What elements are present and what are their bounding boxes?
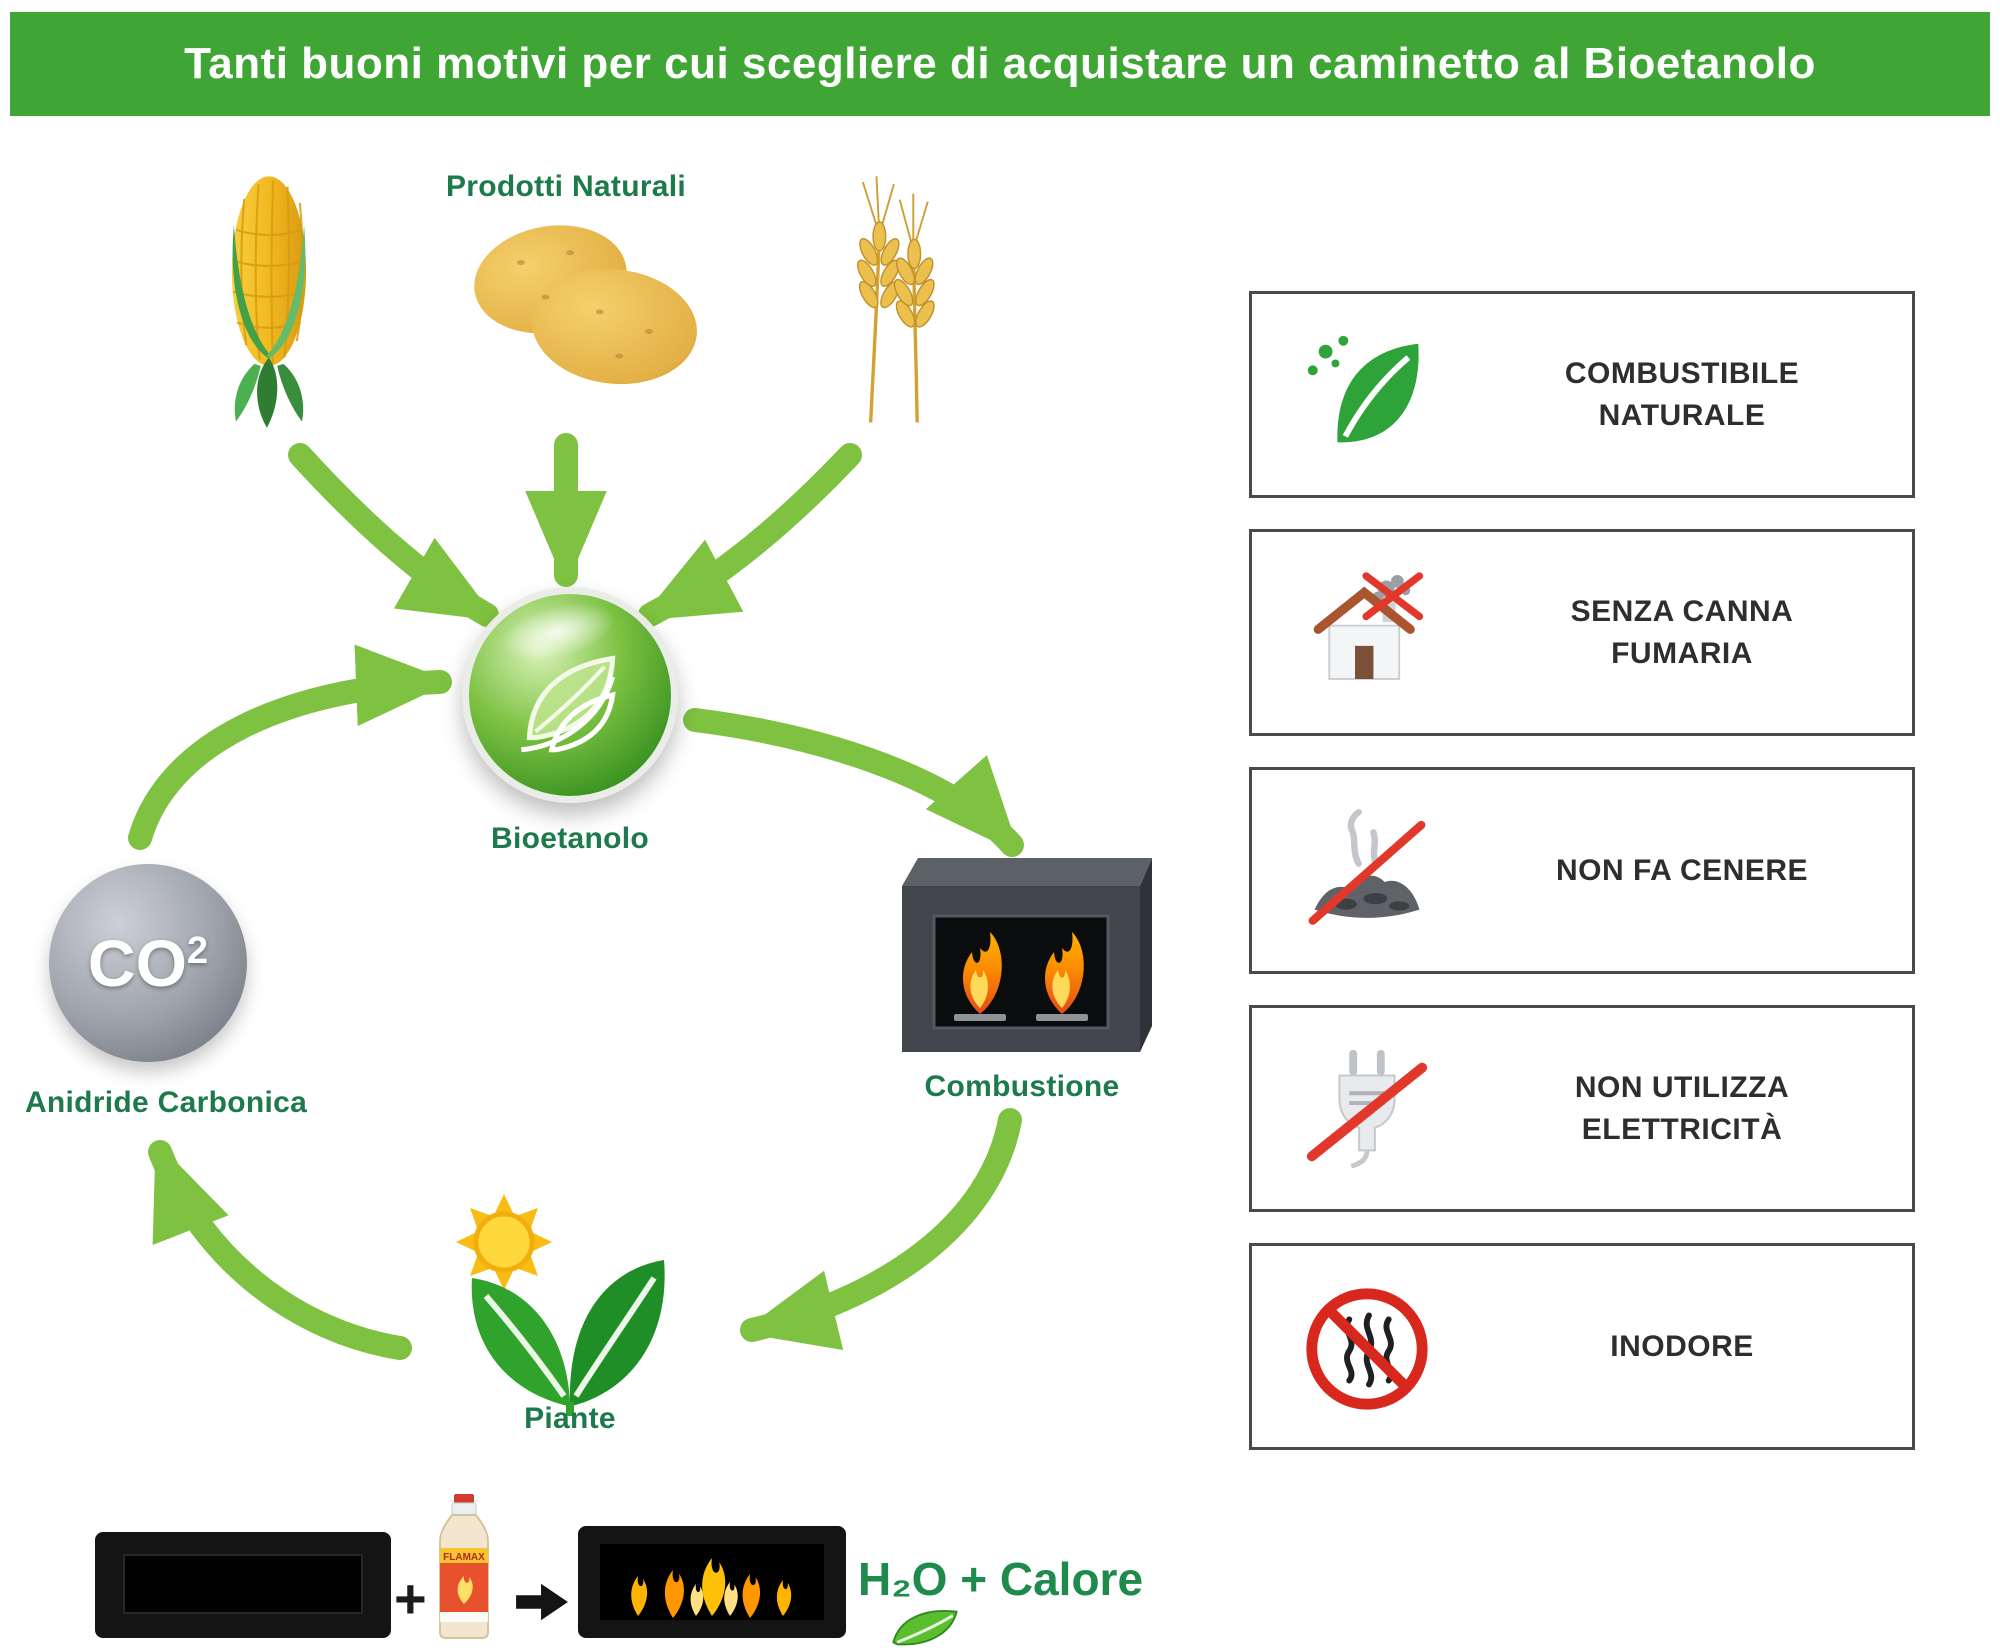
burning-fireplace-image: [578, 1526, 846, 1638]
benefit-box-no-flue: SENZA CANNA FUMARIA: [1249, 529, 1915, 736]
benefits-list: COMBUSTIBILE NATURALE SENZA CANNA FUMARI…: [1249, 291, 1915, 1450]
benefit-box-natural-fuel: COMBUSTIBILE NATURALE: [1249, 291, 1915, 498]
bioethanol-label: Bioetanolo: [491, 822, 649, 855]
arrow-plants-to-co2: [148, 1140, 412, 1360]
plus-sign: +: [394, 1567, 427, 1630]
leaves-icon: [521, 655, 616, 753]
no-flue-house-icon: [1252, 564, 1482, 702]
combustion-label: Combustione: [924, 1070, 1120, 1103]
h2o-calore-label: H₂O + Calore: [858, 1553, 1144, 1605]
sun-icon: [456, 1194, 552, 1290]
arrow-wheat-to-bioethanol: [638, 443, 862, 627]
benefit-label: NON FA CENERE: [1555, 853, 1809, 887]
benefit-box-odorless: INODORE: [1249, 1243, 1915, 1450]
co2-sphere: CO2: [49, 864, 247, 1062]
benefit-label: SENZA CANNA FUMARIA: [1570, 594, 1794, 670]
arrow-co2-to-bioethanol: [128, 644, 452, 850]
no-electricity-plug-icon: [1252, 1040, 1482, 1178]
arrow-right-icon: [516, 1583, 568, 1621]
wheat-image: [853, 176, 939, 423]
header-banner: Tanti buoni motivi per cui scegliere di …: [10, 12, 1990, 116]
arrow-combustion-to-plants: [740, 1108, 1022, 1350]
benefit-box-no-electricity: NON UTILIZZA ELETTRICITÀ: [1249, 1005, 1915, 1212]
leaf-icon: [892, 1610, 958, 1646]
benefit-label: INODORE: [1610, 1329, 1754, 1363]
co2-text: CO2: [88, 925, 208, 1001]
bioethanol-sphere: [462, 587, 678, 803]
co2-label: Anidride Carbonica: [24, 1086, 308, 1119]
benefit-box-no-ash: NON FA CENERE: [1249, 767, 1915, 974]
arrow-corn-to-bioethanol: [288, 443, 499, 627]
plants-label: Piante: [524, 1402, 616, 1435]
bio-fireplace-front-image: [95, 1532, 391, 1638]
co2-symbol: CO: [87, 926, 187, 1000]
co2-exponent: 2: [186, 930, 209, 972]
natural-fuel-leaf-icon: [1252, 326, 1482, 464]
plant-and-sun-image: [456, 1194, 665, 1416]
corn-image: [231, 176, 307, 428]
potatoes-image: [474, 225, 697, 385]
fireplace-opening: [123, 1554, 363, 1614]
odorless-icon: [1252, 1278, 1482, 1416]
fireplace-combustion-image: [902, 858, 1152, 1052]
no-ash-icon: [1252, 802, 1482, 940]
bioethanol-bottle-image: FLAMAX: [439, 1494, 489, 1639]
products-label: Prodotti Naturali: [445, 170, 687, 203]
bottle-brand-label: FLAMAX: [443, 1552, 485, 1563]
benefit-label: COMBUSTIBILE NATURALE: [1564, 356, 1800, 432]
page-title: Tanti buoni motivi per cui scegliere di …: [184, 39, 1816, 88]
arrow-bioethanol-to-combustion: [683, 708, 1024, 857]
benefit-label: NON UTILIZZA ELETTRICITÀ: [1574, 1070, 1790, 1146]
